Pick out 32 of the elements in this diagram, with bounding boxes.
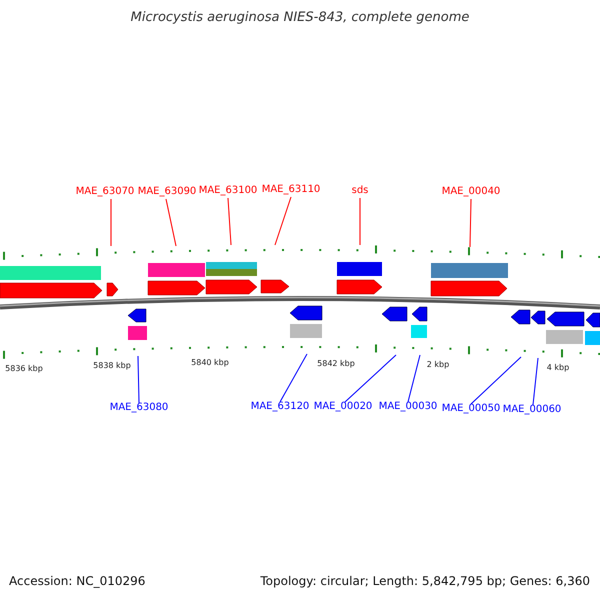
leader-line: [280, 354, 308, 402]
scale-label: 5838 kbp: [93, 361, 131, 370]
leader-line: [228, 198, 232, 246]
gene-label: MAE_00030: [378, 401, 438, 412]
accession-note: Accession: NC_010296: [9, 574, 146, 588]
scale-label: 2 kbp: [426, 360, 450, 369]
leader-line: [274, 196, 292, 246]
gene-label: sds: [352, 185, 368, 196]
gene-label: MAE_63070: [76, 186, 134, 197]
gene-label: MAE_63080: [110, 402, 168, 413]
leader-line: [408, 354, 420, 402]
gene-label: MAE_63090: [138, 186, 196, 197]
diagram-title: Microcystis aeruginosa NIES-843, complete genome: [130, 10, 470, 25]
leader-line: [532, 358, 538, 406]
gene-label: MAE_00050: [442, 403, 500, 414]
gene-label: MAE_00060: [502, 404, 562, 415]
gene-label: MAE_63120: [250, 401, 310, 412]
leader-line: [110, 198, 112, 246]
leader-line: [470, 198, 472, 248]
leader-line: [166, 198, 176, 246]
scale-label: 5840 kbp: [191, 358, 229, 367]
genome-summary-note: Topology: circular; Length: 5,842,795 bp; Genes: 6,360: [260, 574, 590, 588]
gene-label: MAE_63110: [262, 184, 320, 195]
leader-line: [138, 356, 140, 404]
leader-line: [470, 356, 522, 404]
scale-label: 5836 kbp: [5, 364, 43, 373]
gene-label: MAE_00020: [314, 401, 372, 412]
gene-label: MAE_00040: [442, 186, 500, 197]
scale-label: 5842 kbp: [317, 359, 355, 368]
gene-label: MAE_63100: [198, 185, 258, 196]
scale-label: 4 kbp: [546, 363, 570, 372]
leader-line: [344, 354, 396, 402]
